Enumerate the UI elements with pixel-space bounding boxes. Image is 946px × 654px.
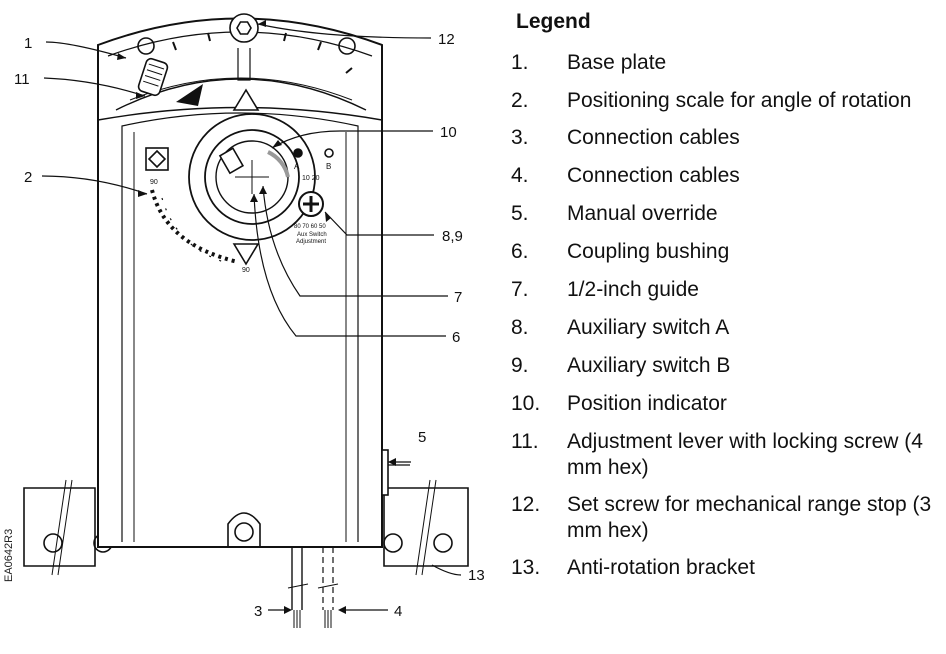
callout-8-9: 8,9 [442,228,463,245]
callout-12: 12 [438,31,455,48]
legend-item: 13.Anti-rotation bracket [511,556,755,579]
callout-11: 11 [14,71,30,88]
scale-90-top: 90 [150,179,158,186]
switch-b-label: B [326,162,331,171]
callout-10: 10 [440,124,457,141]
legend-item: 3.Connection cables [511,126,740,149]
legend-item: 9.Auxiliary switch B [511,354,731,377]
legend-item: 12.Set screw for mechanical range stop (… [511,493,932,542]
legend-title: Legend [516,10,591,33]
dial-top-scale: 10 20 [302,175,320,182]
bracket-hole-icon [43,533,63,553]
set-screw-icon [229,13,259,43]
scale-90-bottom: 90 [242,267,250,274]
callout-2: 2 [24,169,32,186]
actuator-diagram: 1 11 2 12 10 8,9 7 6 5 3 4 13 90 90 A B … [14,13,485,628]
callout-6: 6 [452,329,460,346]
base-plate [97,17,383,548]
aux-adjustment-label: Adjustment [296,239,326,245]
callout-7: 7 [454,289,462,306]
callout-1: 1 [24,35,32,52]
legend-item: 2.Positioning scale for angle of rotatio… [511,89,912,112]
lever-pointer-icon [176,84,203,106]
legend-item: 4.Connection cables [511,164,740,187]
legend-panel: Legend 1.Base plate 2.Positioning scale … [511,10,943,593]
legend-item: 11.Adjustment lever with locking screw (… [511,430,923,479]
callout-3: 3 [254,603,262,620]
callout-5: 5 [418,429,426,446]
legend-item: 10.Position indicator [511,392,727,415]
legend-item: 6.Coupling bushing [511,240,730,263]
legend-item: 8.Auxiliary switch A [511,316,730,339]
legend-item: 1.Base plate [511,51,667,74]
callout-13: 13 [468,567,485,584]
drawing-code: EA0642R3 [3,528,15,582]
aux-switch-label: Aux Switch [297,232,327,238]
legend-list: 1.Base plate 2.Positioning scale for ang… [511,50,943,581]
manual-override-button [381,449,389,496]
legend-item: 7.1/2-inch guide [511,278,699,301]
callout-4: 4 [394,603,402,620]
legend-item: 5.Manual override [511,202,718,225]
dial-bottom-scale: 80 70 60 50 [294,224,326,230]
switch-a-label: A [294,162,300,171]
